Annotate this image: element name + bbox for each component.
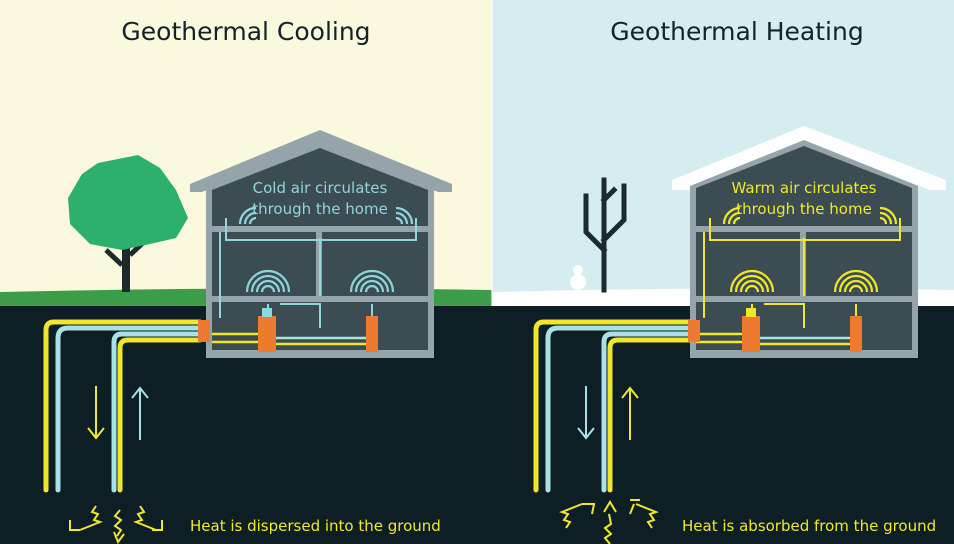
heating-house-label-2: through the home	[736, 200, 872, 218]
cooling-panel: Geothermal Cooling	[0, 0, 492, 544]
cooling-house-label-2: through the home	[252, 200, 388, 218]
water-heater-icon	[366, 316, 378, 352]
heating-house-label-1: Warm air circulates	[732, 179, 877, 197]
bare-tree-icon	[583, 177, 627, 293]
down-arrow-icon	[577, 386, 595, 440]
heating-ground-loop	[533, 319, 700, 493]
snowman-icon	[570, 265, 586, 290]
water-heater-icon	[850, 316, 862, 352]
heating-connector	[688, 320, 700, 342]
cooling-title: Geothermal Cooling	[121, 17, 370, 46]
cooling-ground-label: Heat is dispersed into the ground	[190, 517, 441, 535]
heat-pump-icon	[258, 316, 276, 352]
heat-squiggle-icon	[69, 505, 163, 544]
heat-pump-icon	[742, 316, 760, 352]
up-arrow-icon	[621, 386, 639, 440]
tree-icon	[68, 155, 188, 292]
heating-panel: Geothermal Heating	[492, 0, 954, 544]
heating-house: Warm air circulates through the home	[672, 126, 946, 358]
cooling-house: Cold air circulates through the home	[190, 130, 452, 358]
down-arrow-icon	[87, 386, 105, 440]
cooling-house-label-1: Cold air circulates	[253, 179, 388, 197]
up-arrow-icon	[131, 386, 149, 440]
cooling-ground-loop	[43, 319, 210, 493]
heating-ground-label: Heat is absorbed from the ground	[682, 517, 936, 535]
cooling-connector	[198, 320, 210, 342]
heating-title: Geothermal Heating	[610, 17, 863, 46]
panel-divider	[491, 0, 493, 306]
heat-squiggle-icon	[559, 499, 659, 544]
